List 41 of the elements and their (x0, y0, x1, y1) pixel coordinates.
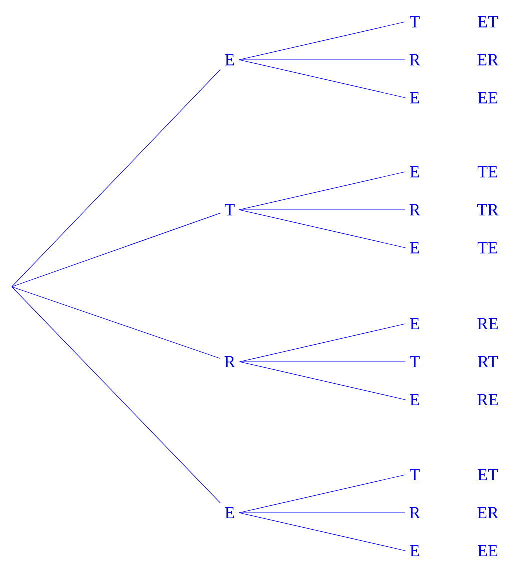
pair-label: RT (478, 356, 498, 368)
branch-letter: E (225, 54, 234, 66)
leaf-letter: T (410, 356, 420, 368)
leaf-letter: E (410, 545, 420, 557)
leaf-letter: E (410, 92, 420, 104)
pair-label: TE (478, 242, 498, 254)
branch-line (12, 213, 221, 288)
leaf-letter: T (410, 469, 420, 481)
pair-label: TE (478, 166, 498, 178)
branch-line (239, 60, 406, 98)
leaf-letter: E (410, 242, 420, 254)
pair-label: ER (478, 507, 499, 519)
branch-line (239, 210, 406, 248)
branch-line (239, 512, 406, 552)
pair-label: RE (478, 318, 498, 330)
pair-label: TR (477, 204, 499, 216)
branch-line (239, 22, 406, 60)
branch-line (12, 286, 221, 504)
leaf-letter: R (410, 54, 421, 66)
branch-letter: E (225, 507, 234, 519)
leaf-letter: R (410, 204, 421, 216)
leaf-letter: E (410, 318, 420, 330)
pair-label: EE (478, 545, 498, 557)
pair-label: EE (478, 92, 498, 104)
branch-line (239, 172, 406, 210)
pair-label: ET (478, 469, 498, 481)
leaf-letter: E (410, 166, 420, 178)
branch-line (239, 512, 406, 514)
leaf-letter: T (410, 16, 420, 28)
branch-line (239, 474, 406, 514)
branch-line (12, 69, 221, 288)
leaf-letter: E (410, 394, 420, 406)
branch-line (240, 324, 406, 362)
branch-line (12, 286, 220, 359)
pair-label: ER (478, 54, 499, 66)
branch-letter: R (224, 356, 236, 368)
pair-label: ET (478, 16, 498, 28)
leaf-letter: R (410, 507, 421, 519)
branch-letter: T (225, 204, 235, 216)
branch-line (240, 362, 406, 400)
pair-label: RE (478, 394, 498, 406)
